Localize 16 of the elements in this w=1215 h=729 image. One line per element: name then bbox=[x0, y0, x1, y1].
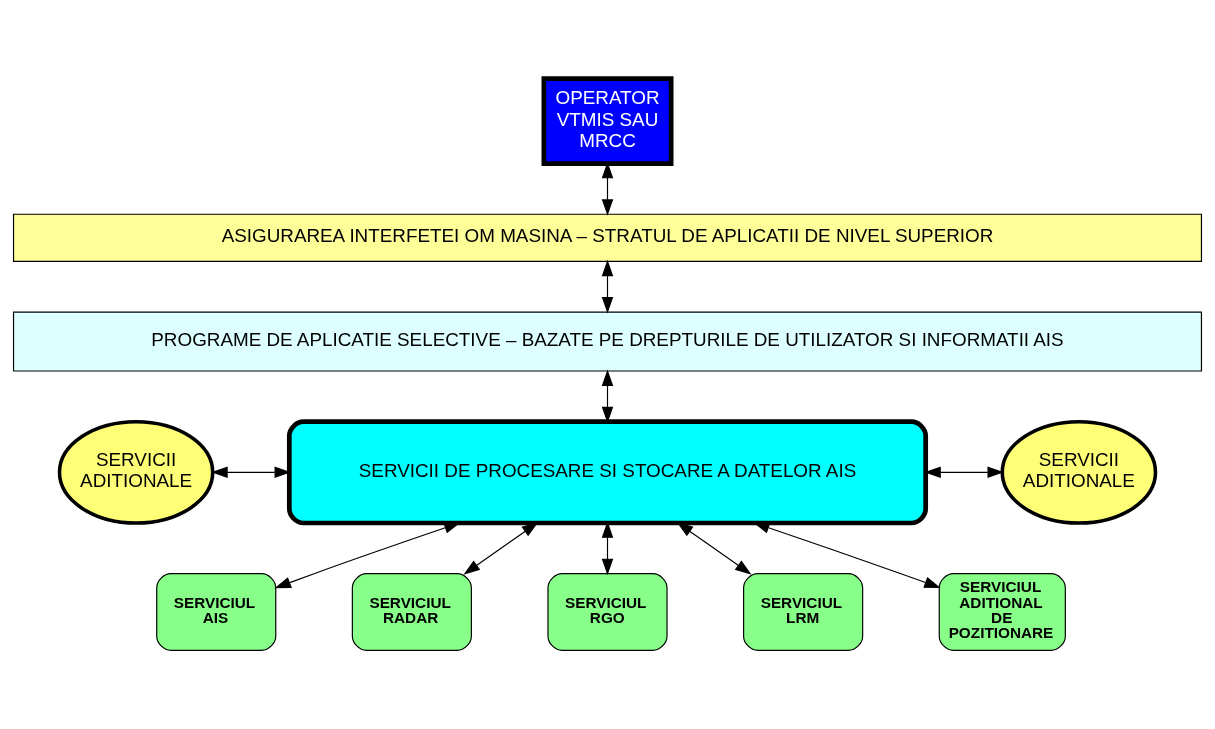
arrow bbox=[463, 522, 539, 575]
node-box: SERVICIUL RADAR bbox=[351, 573, 472, 651]
node-box: SERVICIUL LRM bbox=[743, 573, 864, 651]
arrow bbox=[676, 522, 752, 575]
node-box: PROGRAME DE APLICATIE SELECTIVE – BAZATE PE DREPTURILE DE UTILIZATOR SI INFORMATII AIS bbox=[12, 311, 1203, 372]
node-box: OPERATOR VTMIS SAU MRCC bbox=[541, 76, 674, 166]
arrow bbox=[601, 259, 614, 314]
node-box: SERVICIUL AIS bbox=[156, 573, 277, 651]
node-box: SERVICII DE PROCESARE SI STOCARE A DATELOR AIS bbox=[286, 419, 929, 526]
arrow bbox=[753, 522, 941, 589]
node-box: SERVICIUL RGO bbox=[547, 573, 668, 651]
node-ellipse: SERVICII ADITIONALE bbox=[57, 419, 215, 525]
arrow bbox=[274, 522, 461, 589]
node-ellipse: SERVICII ADITIONALE bbox=[1000, 419, 1158, 525]
node-box: SERVICIUL ADITIONAL DE POZITIONARE bbox=[938, 573, 1066, 651]
node-box: ASIGURAREA INTERFETEI OM MASINA – STRATUL DE APLICATII DE NIVEL SUPERIOR bbox=[12, 213, 1203, 262]
